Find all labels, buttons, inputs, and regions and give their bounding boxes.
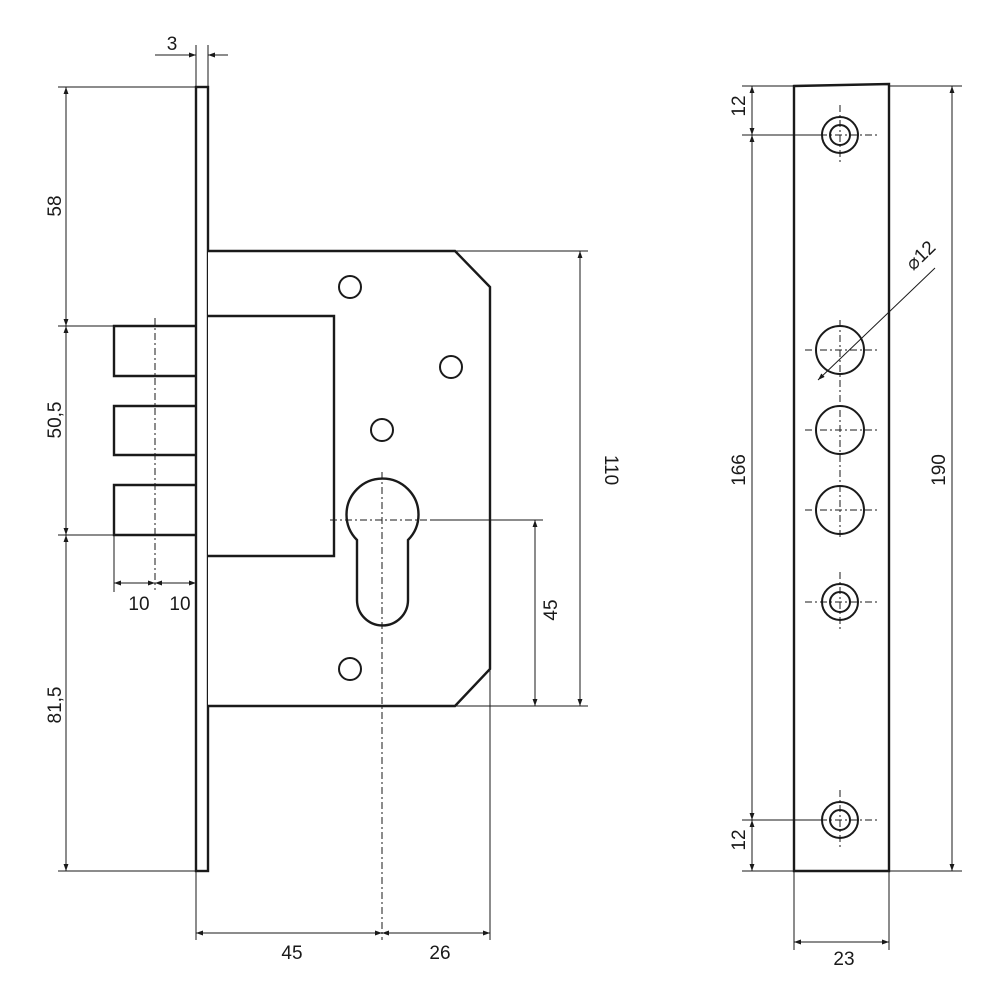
dim-hole-diameter: ⌀12 (902, 237, 940, 275)
bolt-top (112, 324, 196, 378)
dim-backset: 45 (281, 943, 302, 964)
faceplate (194, 85, 210, 873)
dim-bottom-offset: 81,5 (45, 687, 66, 724)
strike-plate-view: ⌀12 12 166 12 190 23 (729, 82, 962, 970)
dim-strike-width: 23 (833, 949, 854, 970)
dim-cylinder-to-back: 26 (429, 943, 450, 964)
case-screw-hole (439, 355, 463, 379)
dim-strike-bottom-margin: 12 (729, 829, 750, 850)
dim-strike-length: 190 (929, 454, 950, 486)
case-screw-hole (370, 418, 394, 442)
lock-side-view: 3 58 50,5 81,5 10 10 110 45 45 26 (45, 34, 621, 964)
case-screw-hole (338, 275, 362, 299)
dim-bolt-span: 50,5 (45, 402, 66, 439)
dim-top-offset: 58 (45, 195, 66, 216)
dim-faceplate-thickness: 3 (167, 34, 178, 55)
lock-case (208, 249, 492, 708)
strike-plate (792, 82, 891, 873)
bolt-housing (208, 314, 336, 558)
dim-strike-top-margin: 12 (729, 95, 750, 116)
dim-bolt-width-2: 10 (169, 594, 190, 615)
dim-strike-hole-span: 166 (729, 454, 750, 486)
dim-case-height: 110 (600, 455, 621, 485)
dim-bolt-width-1: 10 (128, 594, 149, 615)
dim-cylinder-to-bottom: 45 (541, 599, 562, 620)
case-screw-hole (338, 657, 362, 681)
